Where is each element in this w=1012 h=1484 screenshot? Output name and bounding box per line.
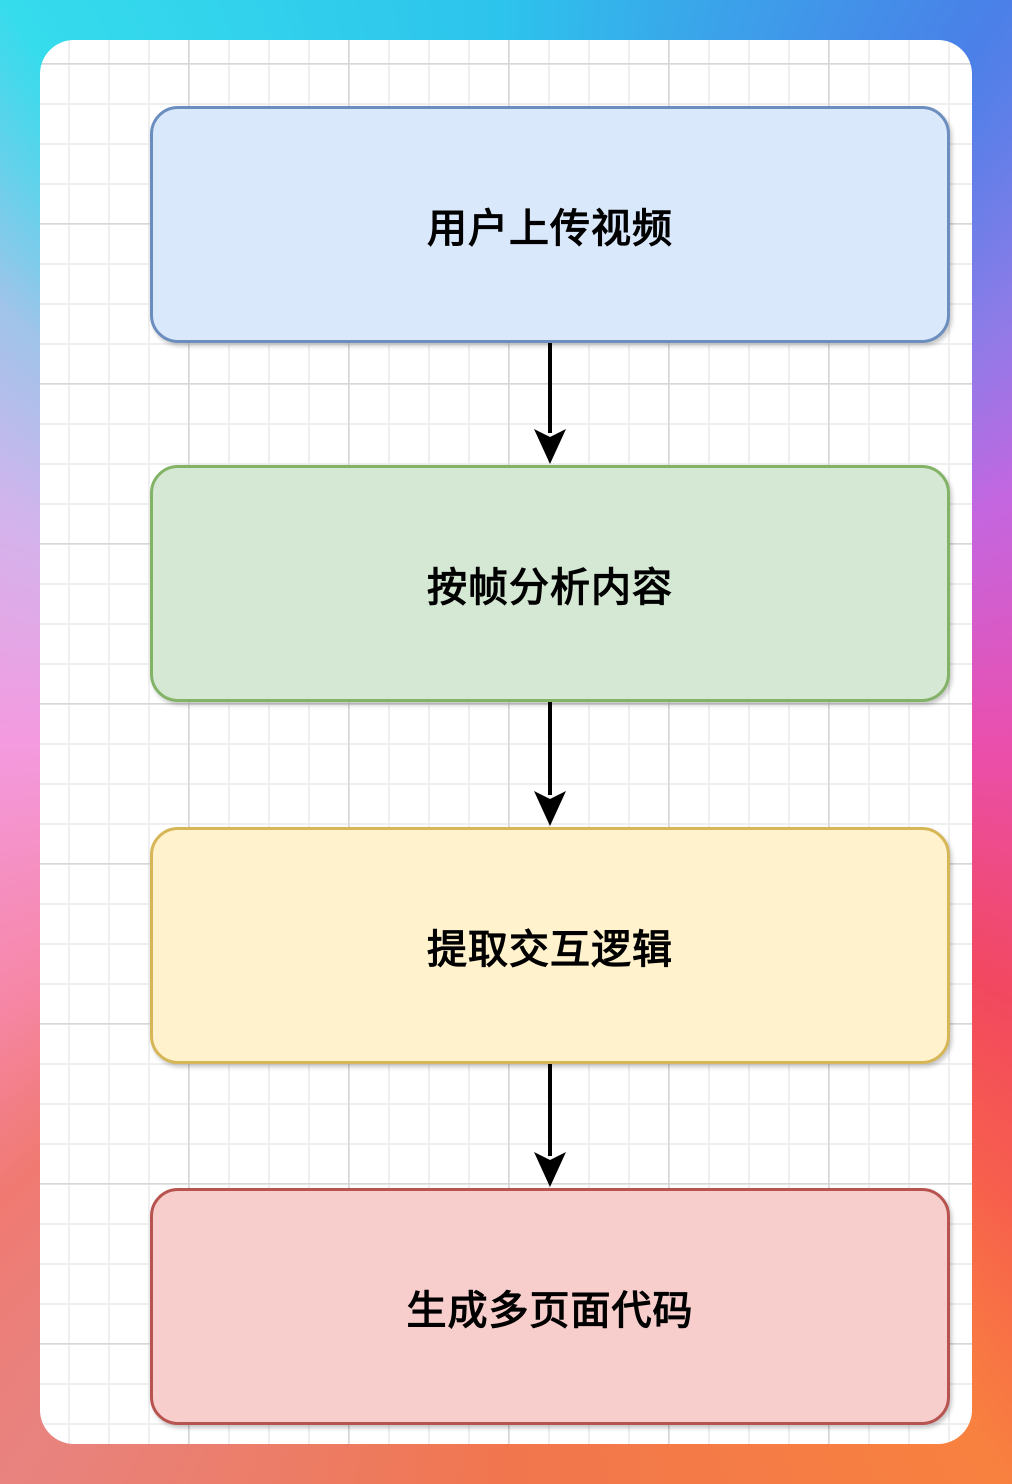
arrow-down-3	[530, 1064, 570, 1188]
node-label-extract-logic: 提取交互逻辑	[427, 927, 673, 972]
node-label-upload-video: 用户上传视频	[427, 206, 673, 251]
arrow-down-1	[530, 343, 570, 465]
flowchart-canvas: 用户上传视频 按帧分析内容 提取交互逻辑	[40, 40, 972, 1444]
node-label-generate-code: 生成多页面代码	[406, 1288, 694, 1333]
flow-node-extract-logic: 提取交互逻辑	[150, 827, 950, 1064]
flow-node-analyze-frames: 按帧分析内容	[150, 465, 950, 702]
flow-node-upload-video: 用户上传视频	[150, 106, 950, 343]
arrow-down-icon	[534, 1064, 566, 1187]
arrow-down-icon	[534, 702, 566, 826]
arrow-down-icon	[534, 343, 566, 464]
arrow-down-2	[530, 702, 570, 827]
node-label-analyze-frames: 按帧分析内容	[427, 565, 673, 610]
flow-node-generate-code: 生成多页面代码	[150, 1188, 950, 1425]
